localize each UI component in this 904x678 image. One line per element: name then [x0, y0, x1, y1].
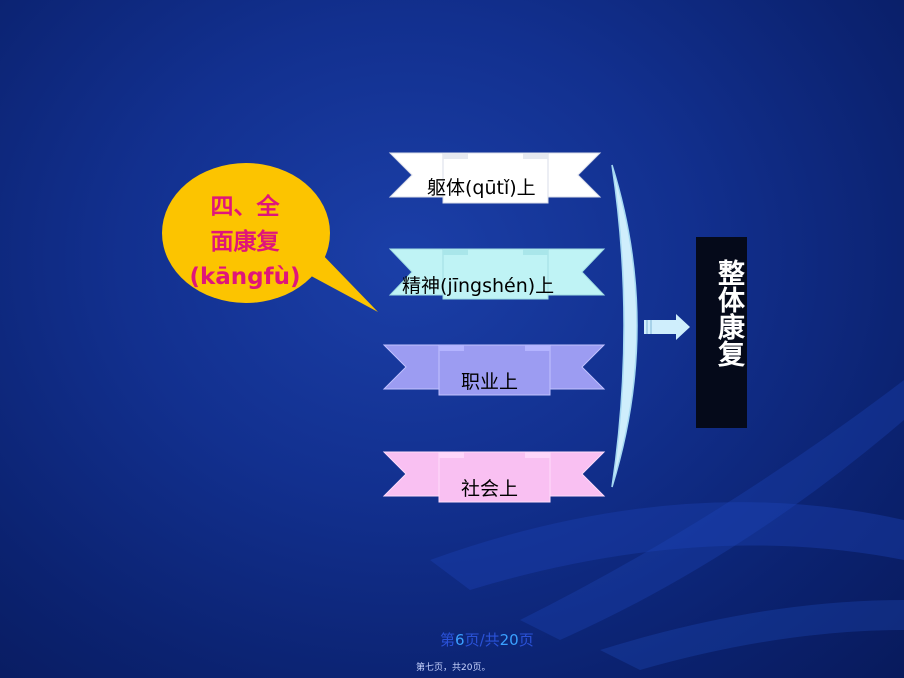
page-indicator: 第6页/共20页 [440, 629, 534, 650]
arrow-right-icon [644, 314, 690, 340]
page-number: 6 [455, 631, 465, 649]
ribbon-2-shape [388, 248, 606, 300]
page-prefix: 第 [440, 631, 456, 649]
bubble-line-3: (kāngfù) [189, 264, 301, 290]
ribbon-4-shape [382, 451, 606, 503]
ribbon-label-1: 躯体(qūtǐ)上 [427, 177, 536, 199]
brace-shape [611, 164, 638, 488]
bubble-line-1: 四、全 [210, 194, 280, 220]
footer-note: 第七页，共20页。 [416, 663, 491, 673]
page-suffix: 页 [518, 631, 534, 649]
page-mid: 页/共 [464, 631, 500, 649]
ribbon-label-4: 社会上 [461, 478, 519, 500]
bubble-line-2: 面康复 [210, 229, 280, 255]
ribbon-1-shape [388, 152, 602, 204]
ribbon-label-2: 精神(jīngshén)上 [402, 275, 555, 297]
ribbon-label-3: 职业上 [461, 371, 519, 393]
page-total: 20 [499, 631, 519, 649]
bubble-text: 四、全 面康复 (kāngfù) [180, 190, 310, 295]
result-text: 整体康复 [713, 259, 744, 367]
ribbon-3-shape [382, 344, 606, 396]
result-box: 整体康复 [696, 237, 747, 428]
